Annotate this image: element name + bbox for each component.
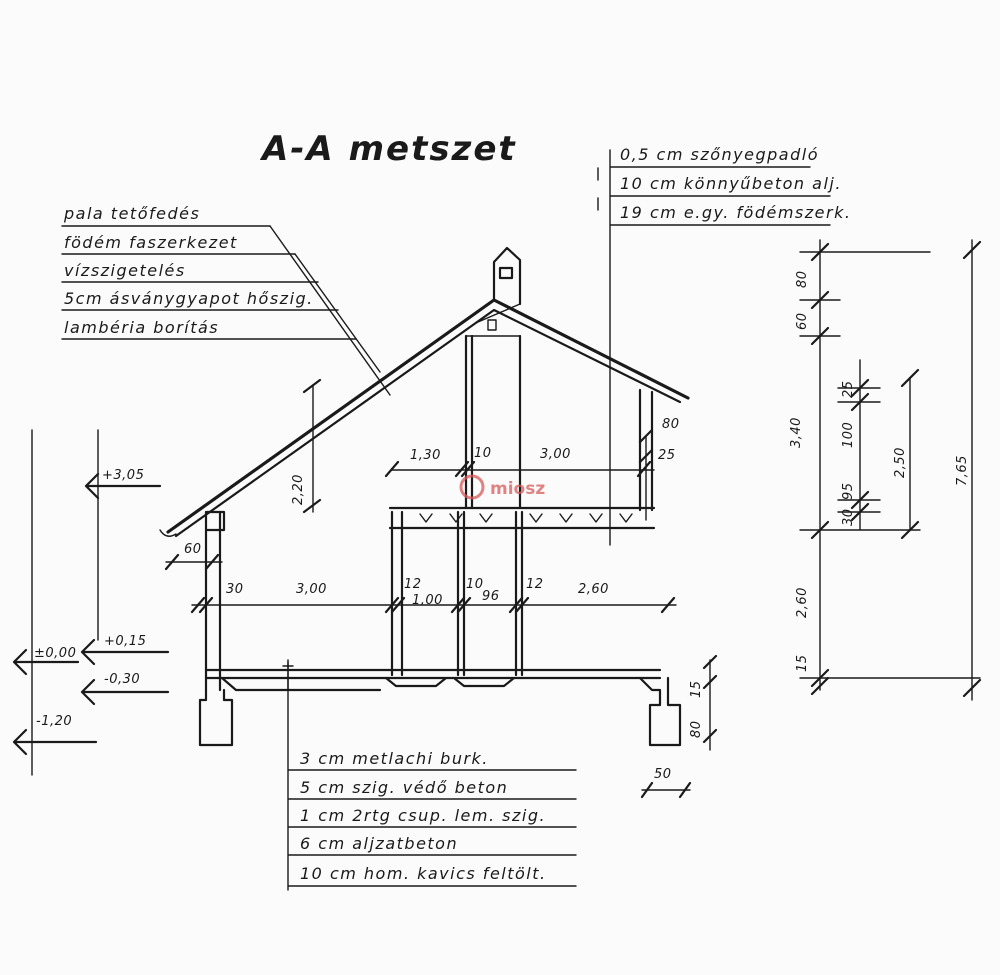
level-015: +0,15: [104, 634, 146, 649]
level-m030: -0,30: [104, 672, 140, 687]
rdim-250: 2,50: [893, 447, 908, 478]
rdim-60: 60: [795, 312, 810, 330]
dim-80-eave: 80: [662, 417, 680, 432]
dim-15-found: 15: [689, 680, 704, 698]
base-note-3: 1 cm 2rtg csup. lem. szig.: [300, 806, 546, 825]
rdim-95: 95: [841, 482, 856, 500]
dim-130: 1,30: [410, 448, 441, 463]
dim-25-eave: 25: [658, 448, 676, 463]
roof-note-1: pala tetőfedés: [63, 204, 200, 223]
dim-10-upper: 10: [474, 446, 492, 461]
watermark: miosz: [459, 474, 545, 500]
floor-note-3: 19 cm e.gy. födémszerk.: [620, 203, 851, 222]
level-markers: +3,05 ±0,00 +0,15 -0,30 -1,20: [12, 429, 170, 776]
rdim-25: 25: [841, 380, 856, 398]
floor-note-1: 0,5 cm szőnyegpadló: [620, 145, 819, 164]
dim-300-ground: 3,00: [296, 582, 327, 597]
dim-96: 96: [482, 589, 500, 604]
rdim-765: 7,65: [955, 455, 970, 486]
dim-60: 60: [184, 542, 202, 557]
rdim-260: 2,60: [795, 587, 810, 618]
dim-220: 2,20: [291, 474, 306, 505]
base-note-4: 6 cm aljzatbeton: [300, 834, 458, 853]
roof-note-4: 5cm ásványgyapot hőszig.: [64, 289, 314, 308]
rdim-30: 30: [841, 508, 856, 526]
dim-12-right: 12: [526, 577, 544, 592]
base-note-5: 10 cm hom. kavics feltölt.: [300, 864, 547, 883]
building-section: [159, 246, 690, 747]
rdim-15: 15: [795, 654, 810, 672]
level-m120: -1,20: [36, 714, 72, 729]
watermark-text: miosz: [490, 479, 545, 499]
base-note-2: 5 cm szig. védő beton: [300, 778, 508, 797]
right-dimension-ticks: [810, 240, 982, 698]
dim-10-ground: 10: [466, 577, 484, 592]
base-notes: 3 cm metlachi burk. 5 cm szig. védő beto…: [287, 659, 577, 891]
base-note-1: 3 cm metlachi burk.: [300, 749, 489, 768]
rdim-80: 80: [795, 270, 810, 288]
dim-30: 30: [226, 582, 244, 597]
dim-260-ground: 2,60: [578, 582, 609, 597]
floor-note-2: 10 cm könnyűbeton alj.: [620, 174, 842, 193]
right-dimension-chains: [799, 239, 981, 701]
slab-blocks: [419, 513, 633, 523]
rdim-340: 3,40: [789, 417, 804, 448]
level-000: ±0,00: [34, 646, 76, 661]
roof-note-3: vízszigetelés: [64, 261, 186, 280]
dimension-ticks: [164, 378, 718, 799]
rdim-100: 100: [841, 422, 856, 448]
drawing-title: A-A metszet: [259, 129, 517, 169]
floor-notes: 0,5 cm szőnyegpadló 10 cm könnyűbeton al…: [597, 145, 851, 546]
roof-note-5: lambéria borítás: [64, 318, 219, 337]
dim-80-found: 80: [689, 720, 704, 738]
dimension-lines: [165, 384, 711, 791]
level-305: +3,05: [102, 468, 144, 483]
dim-300-upper: 3,00: [540, 447, 571, 462]
dim-50: 50: [654, 767, 672, 782]
dim-100: 1,00: [412, 593, 443, 608]
dim-12-left: 12: [404, 577, 422, 592]
roof-note-2: födém faszerkezet: [64, 233, 238, 252]
roof-notes: pala tetőfedés födém faszerkezet vízszig…: [61, 204, 391, 396]
